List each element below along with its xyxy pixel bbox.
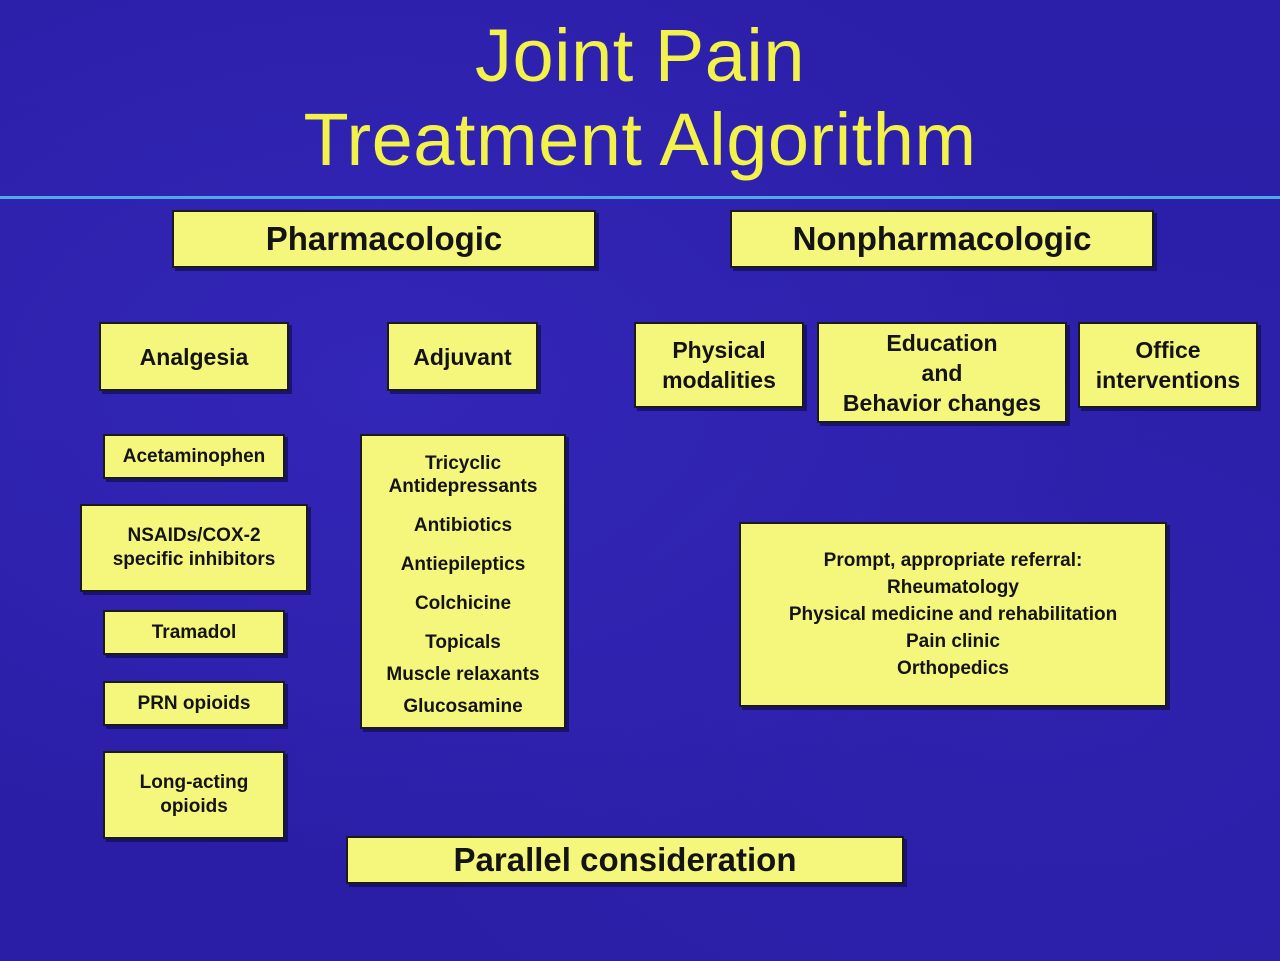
adjuvant-item: Muscle relaxants — [386, 664, 540, 685]
nsaids-label-line-1: NSAIDs/COX-2 — [127, 525, 261, 546]
long-acting-opioids-label-line-1: Long-acting — [139, 772, 249, 793]
acetaminophen-box: Acetaminophen — [103, 434, 285, 479]
adjuvant-item: Antibiotics — [413, 515, 513, 536]
physical-modalities-box: Physical modalities — [634, 322, 804, 408]
nonpharmacologic-header: Nonpharmacologic — [730, 210, 1154, 268]
referral-item: Rheumatology — [887, 577, 1019, 598]
referral-box: Prompt, appropriate referral: Rheumatolo… — [739, 522, 1167, 707]
title-line-2: Treatment Algorithm — [303, 98, 977, 181]
referral-item: Orthopedics — [897, 658, 1009, 679]
prn-opioids-box: PRN opioids — [103, 681, 285, 726]
nonpharmacologic-header-label: Nonpharmacologic — [792, 220, 1092, 257]
office-interventions-line-2: interventions — [1095, 367, 1241, 393]
adjuvant-label: Adjuvant — [413, 343, 512, 370]
analgesia-label: Analgesia — [139, 343, 249, 370]
education-line-3: Behavior changes — [842, 389, 1042, 416]
analgesia-box: Analgesia — [99, 322, 289, 391]
adjuvant-item: Colchicine — [414, 593, 512, 614]
pharmacologic-header-label: Pharmacologic — [265, 220, 503, 257]
physical-modalities-line-1: Physical — [672, 337, 766, 363]
title-line-1: Joint Pain — [475, 14, 805, 97]
prn-opioids-label: PRN opioids — [137, 692, 251, 714]
adjuvant-item: Glucosamine — [403, 696, 523, 717]
tramadol-label: Tramadol — [151, 621, 237, 643]
referral-heading: Prompt, appropriate referral: — [823, 550, 1083, 571]
physical-modalities-line-2: modalities — [662, 367, 776, 393]
nsaids-box: NSAIDs/COX-2 specific inhibitors — [80, 504, 308, 592]
adjuvant-item: Antiepileptics — [400, 554, 526, 575]
tramadol-box: Tramadol — [103, 610, 285, 655]
title-divider — [0, 196, 1280, 199]
adjuvant-box: Adjuvant — [387, 322, 538, 391]
office-interventions-line-1: Office — [1135, 337, 1201, 363]
nsaids-label-line-2: specific inhibitors — [112, 549, 276, 570]
education-line-1: Education — [886, 329, 998, 356]
parallel-consideration-box: Parallel consideration — [346, 836, 904, 884]
adjuvant-item: Tricyclic — [424, 453, 502, 474]
education-behavior-box: Education and Behavior changes — [817, 322, 1067, 423]
acetaminophen-label: Acetaminophen — [122, 445, 266, 467]
long-acting-opioids-box: Long-acting opioids — [103, 751, 285, 839]
parallel-consideration-label: Parallel consideration — [453, 841, 797, 878]
long-acting-opioids-label-line-2: opioids — [160, 796, 228, 817]
referral-item: Pain clinic — [906, 631, 1000, 652]
education-line-2: and — [921, 359, 963, 386]
adjuvant-list-box: Tricyclic Antidepressants Antibiotics An… — [360, 434, 566, 729]
adjuvant-item: Antidepressants — [388, 476, 538, 497]
office-interventions-box: Office interventions — [1078, 322, 1258, 408]
pharmacologic-header: Pharmacologic — [172, 210, 596, 268]
adjuvant-item: Topicals — [425, 632, 501, 653]
referral-item: Physical medicine and rehabilitation — [788, 604, 1118, 625]
